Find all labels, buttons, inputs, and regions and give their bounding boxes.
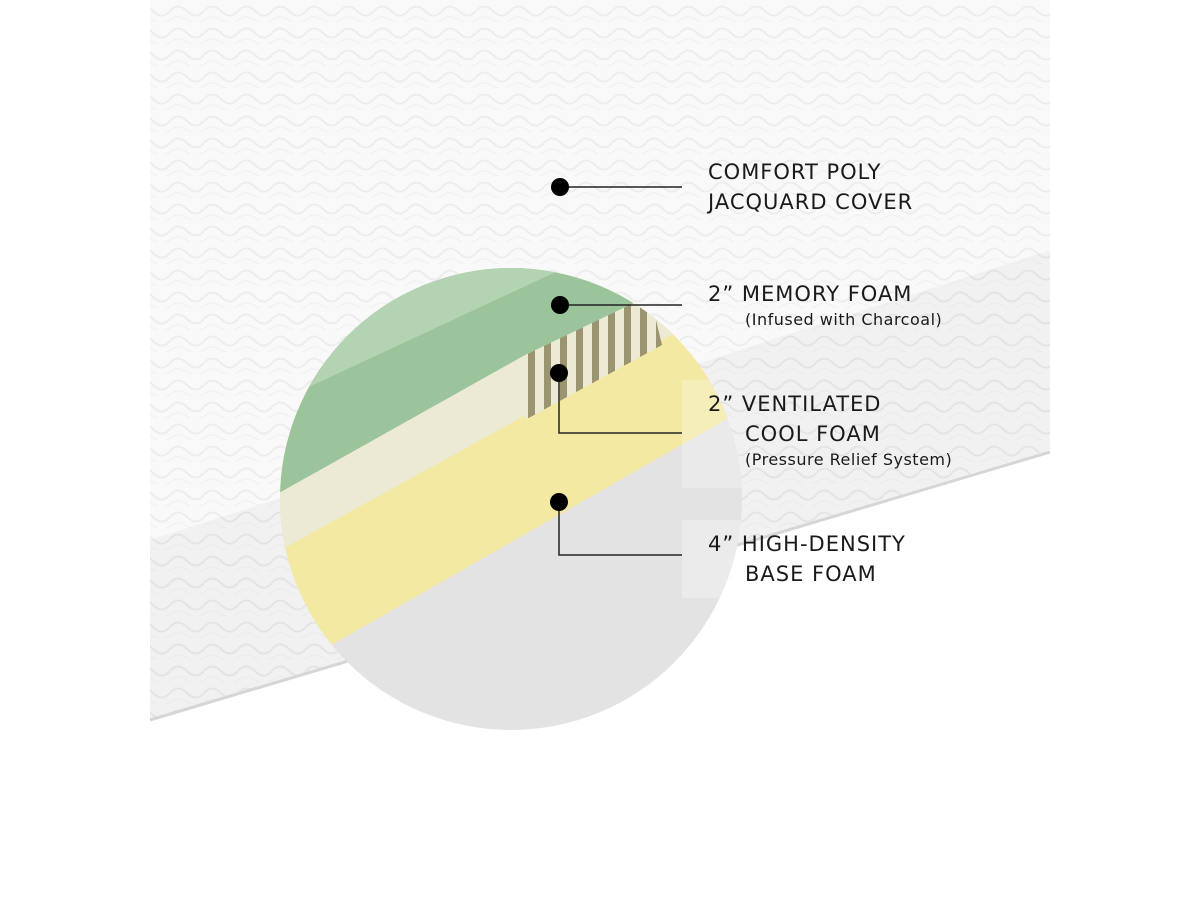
label-line: COOL FOAM	[745, 422, 881, 446]
label-line: 4” HIGH-DENSITY	[708, 532, 906, 556]
label-note: (Pressure Relief System)	[745, 450, 953, 469]
dot-cover	[551, 178, 569, 196]
label-line: JACQUARD COVER	[708, 190, 914, 214]
dot-memory-foam	[551, 296, 569, 314]
leader-lines	[558, 186, 682, 556]
label-memory-foam: 2” MEMORY FOAM (Infused with Charcoal)	[708, 279, 942, 331]
label-line: 2” MEMORY FOAM	[708, 282, 913, 306]
label-cover: COMFORT POLY JACQUARD COVER	[708, 157, 913, 217]
dot-base-foam	[550, 493, 568, 511]
label-cool-foam: 2” VENTILATED COOL FOAM (Pressure Relief…	[708, 389, 952, 471]
dot-cool-foam	[550, 364, 568, 382]
label-note: (Infused with Charcoal)	[745, 310, 943, 329]
callout-dots	[550, 178, 569, 511]
label-line: BASE FOAM	[745, 562, 877, 586]
label-line: 2” VENTILATED	[708, 392, 882, 416]
label-line: COMFORT POLY	[708, 160, 882, 184]
label-base-foam: 4” HIGH-DENSITY BASE FOAM	[708, 529, 906, 589]
